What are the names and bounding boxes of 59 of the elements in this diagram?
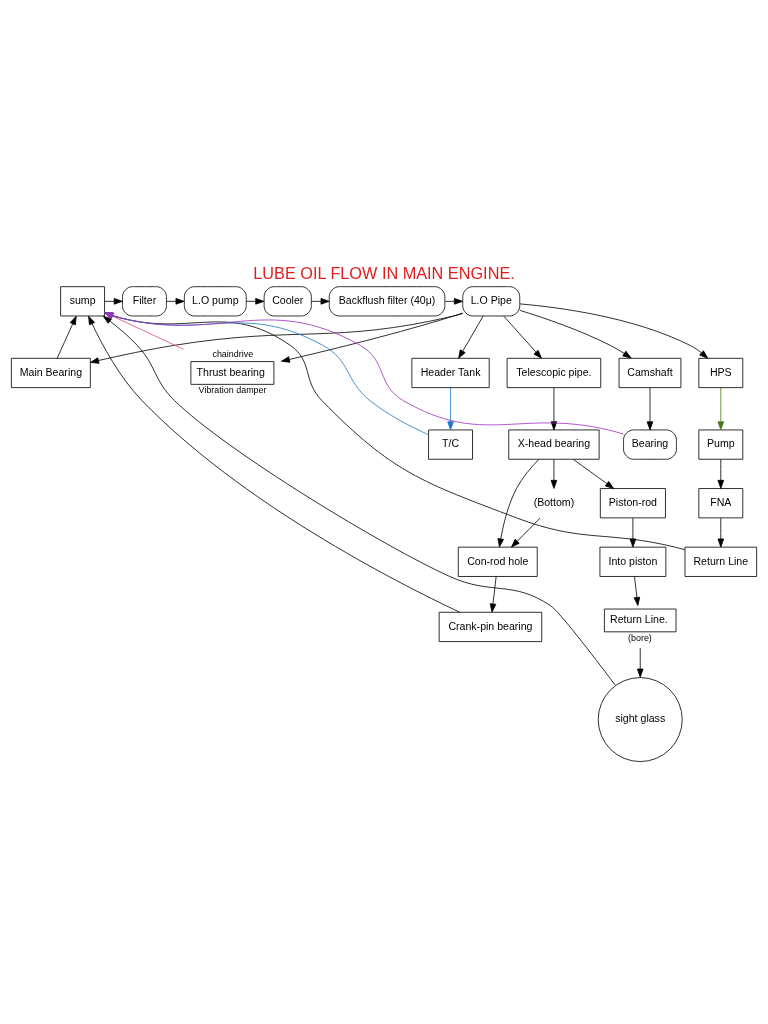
node-box: X-head bearing xyxy=(508,429,600,460)
node-box: Camshaft xyxy=(618,357,682,389)
arrow xyxy=(497,458,540,548)
node-label: Vibration damper xyxy=(198,385,267,396)
arrow xyxy=(573,459,614,489)
arrow xyxy=(489,576,497,613)
arrow xyxy=(646,387,654,431)
arrow xyxy=(246,298,265,305)
node-box: Cooler xyxy=(263,286,312,317)
node-box: HPS xyxy=(698,357,744,389)
node-box: Bearing xyxy=(623,429,677,460)
arrow xyxy=(166,298,185,305)
arrow xyxy=(281,312,464,363)
node-box: sump xyxy=(60,286,105,317)
arrow xyxy=(550,459,558,489)
arrow xyxy=(104,312,686,551)
arrow xyxy=(104,312,624,435)
node-box: Into piston xyxy=(599,546,667,577)
arrow xyxy=(88,315,461,613)
arrow xyxy=(636,647,644,678)
arrow xyxy=(511,517,541,548)
node-box: FNA xyxy=(698,488,744,519)
node-box: Header Tank xyxy=(411,357,490,389)
node-box: Con-rod hole xyxy=(457,546,538,577)
node-box: Telescopic pipe. xyxy=(506,357,602,389)
node-box: Backflush filter (40μ) xyxy=(328,286,446,317)
node-box: Main Bearing xyxy=(10,357,91,389)
arrow xyxy=(90,313,464,364)
arrow xyxy=(519,303,709,359)
node-box: Crank-pin bearing xyxy=(438,611,543,642)
node-label: (bore) xyxy=(628,632,652,643)
diagram-title: LUBE OIL FLOW IN MAIN ENGINE. xyxy=(253,263,515,282)
node-box: L.O pump xyxy=(183,286,247,317)
node-box: Return Line xyxy=(684,546,758,577)
arrow xyxy=(629,517,637,548)
node-box: Return Line. xyxy=(604,608,677,633)
arrow xyxy=(717,387,725,431)
arrow xyxy=(104,312,184,350)
node-box: Piston-rod xyxy=(599,488,666,519)
node-box: Filter xyxy=(122,286,167,317)
arrow xyxy=(717,459,725,489)
arrow xyxy=(458,315,484,359)
arrow xyxy=(444,298,463,305)
node-box: T/C xyxy=(428,429,473,460)
arrow xyxy=(519,309,632,359)
node-circle: sight glass xyxy=(597,677,683,762)
arrow xyxy=(311,298,330,305)
arrow xyxy=(717,517,725,548)
arrow xyxy=(503,315,542,359)
node-box: Thrust bearing xyxy=(190,361,275,385)
arrow xyxy=(56,315,77,359)
node-box: Pump xyxy=(698,429,744,460)
node-box: L.O Pipe xyxy=(462,286,521,317)
node-text: (Bottom) xyxy=(533,495,575,508)
node-label: chaindrive xyxy=(212,349,254,360)
arrow xyxy=(104,298,123,305)
arrow xyxy=(102,315,616,686)
arrow xyxy=(447,387,454,431)
arrow xyxy=(633,576,641,606)
